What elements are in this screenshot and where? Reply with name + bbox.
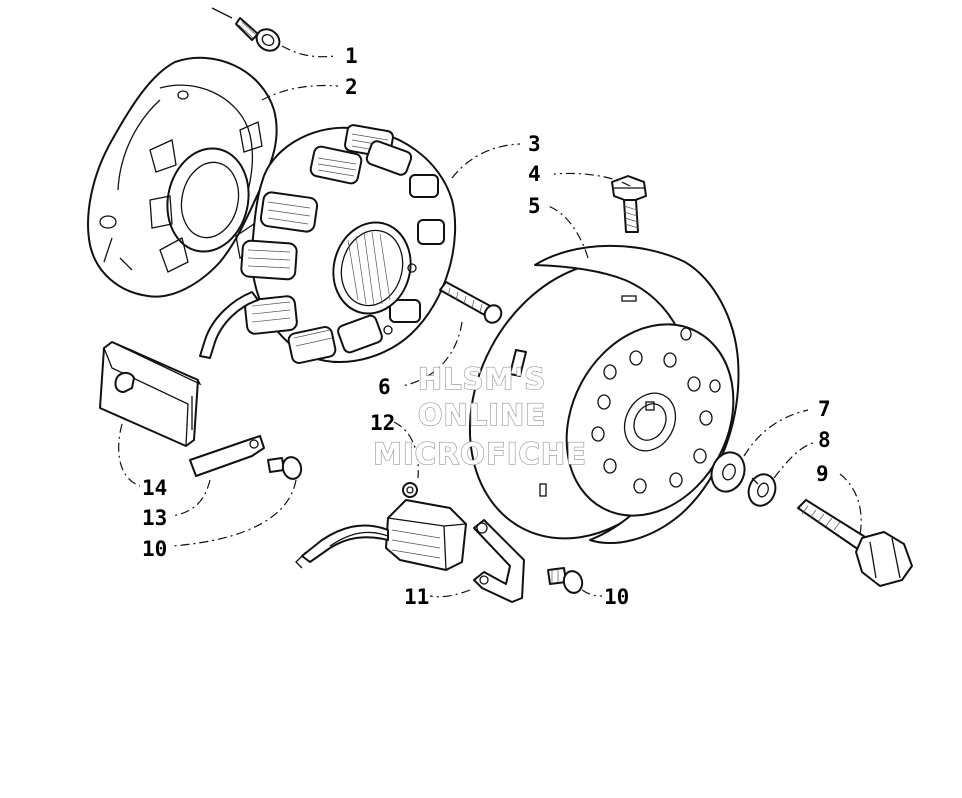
- part-7-washer[interactable]: [706, 448, 750, 497]
- callout-8: 8: [818, 428, 831, 452]
- callout-3: 3: [528, 132, 541, 156]
- callout-12: 12: [370, 411, 395, 435]
- part-1-screw[interactable]: [211, 7, 284, 55]
- callout-labels: 1 2 3 4 5 6 12 7 8 9 14 13 10 11 10: [142, 44, 831, 609]
- watermark-line-3: MICROFICHE: [373, 437, 587, 471]
- watermark-line-2: ONLINE: [418, 398, 546, 432]
- callout-14: 14: [142, 476, 167, 500]
- callout-6: 6: [378, 375, 391, 399]
- callout-7: 7: [818, 397, 831, 421]
- callout-2: 2: [345, 75, 358, 99]
- part-6-screw[interactable]: [439, 281, 504, 326]
- part-3-stator[interactable]: [199, 124, 457, 364]
- callout-10-left: 10: [142, 537, 167, 561]
- watermark-line-1: HLSM'S: [418, 362, 546, 396]
- part-10-screw-right[interactable]: [547, 567, 585, 595]
- callout-5: 5: [528, 194, 541, 218]
- callout-4: 4: [528, 162, 541, 186]
- part-2-stator-housing[interactable]: [87, 56, 278, 298]
- part-4-bolt[interactable]: [611, 175, 647, 233]
- part-9-flywheel-bolt[interactable]: [797, 499, 913, 587]
- part-10-screw-left[interactable]: [267, 455, 304, 481]
- watermark: HLSM'S ONLINE MICROFICHE: [372, 361, 587, 471]
- callout-9: 9: [816, 462, 829, 486]
- part-11-bracket[interactable]: [473, 519, 525, 603]
- part-8-lock-washer[interactable]: [744, 471, 779, 510]
- part-5-flywheel[interactable]: [423, 219, 766, 580]
- callout-10-right: 10: [604, 585, 629, 609]
- part-12-ignition-coil[interactable]: [295, 482, 467, 571]
- leader-lines: [118, 45, 862, 598]
- part-14-plate[interactable]: [99, 341, 202, 447]
- callout-1: 1: [345, 44, 358, 68]
- part-13-bracket[interactable]: [189, 435, 265, 477]
- callout-13: 13: [142, 506, 167, 530]
- callout-11: 11: [404, 585, 429, 609]
